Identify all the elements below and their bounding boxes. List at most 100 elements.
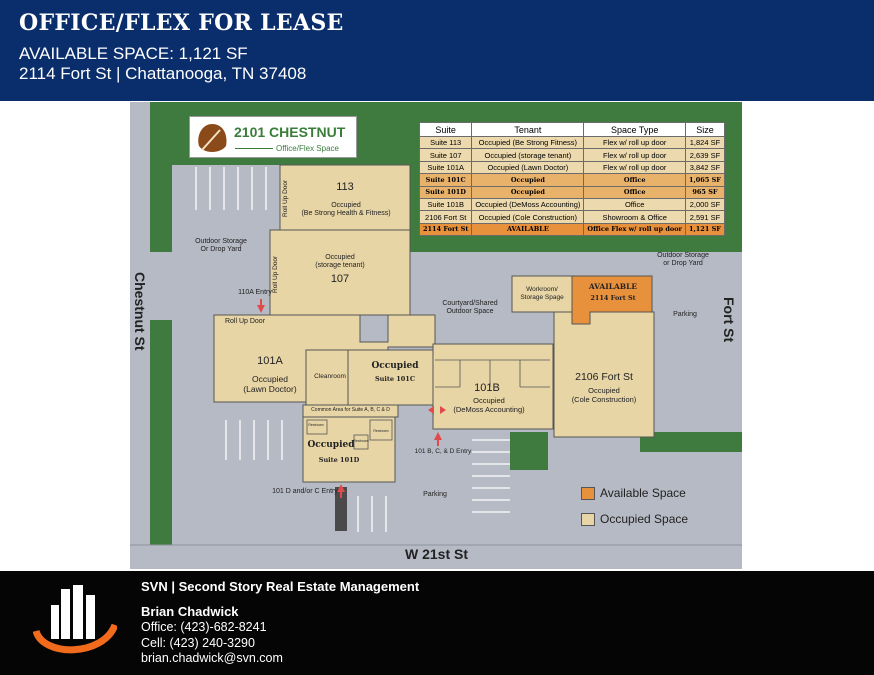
suite-107-number: 107 xyxy=(330,273,350,285)
workroom xyxy=(511,275,573,313)
table-cell-type: Flex w/ roll up door xyxy=(583,135,686,150)
footer-agent-name: Brian Chadwick xyxy=(141,604,239,619)
suite-101c-title: Occupied xyxy=(371,361,419,371)
table-cell-suite: Suite 101B xyxy=(418,197,473,212)
grass-right-lower xyxy=(640,432,742,452)
table-cell-tenant: Occupied (Lawn Doctor) xyxy=(471,160,585,175)
table-cell-size: 3,842 SF xyxy=(684,160,725,175)
table-cell-suite: Suite 113 xyxy=(418,135,473,150)
site-plan-map: 2101 CHESTNUT Office/Flex Space Suite Te… xyxy=(130,102,742,569)
table-cell-tenant: Occupied (Cole Construction) xyxy=(471,210,585,224)
page-title: OFFICE/FLEX FOR LEASE xyxy=(19,10,344,36)
table-cell-type: Office xyxy=(583,173,686,187)
restroom-label-1: Restroom xyxy=(308,423,324,427)
building-101d xyxy=(302,416,396,483)
suite-101c-sub: Suite 101C xyxy=(374,375,416,383)
building-2106-title: 2106 Fort St xyxy=(575,371,633,383)
table-cell-size: 2,591 SF xyxy=(684,210,725,224)
building-101b xyxy=(432,343,554,430)
building-2114-available xyxy=(571,275,653,325)
grass-left-lower xyxy=(150,320,172,545)
table-cell-type: Office xyxy=(583,197,686,212)
courtyard-label: Courtyard/Shared Outdoor Space xyxy=(442,300,498,316)
table-cell-suite: 2106 Fort St xyxy=(418,210,473,224)
outdoor-storage-right-label: Outdoor Storage or Drop Yard xyxy=(657,252,709,268)
table-cell-tenant: Occupied (DeMoss Accounting) xyxy=(471,197,585,212)
table-header: Size xyxy=(684,122,725,137)
entry-arrows xyxy=(257,299,446,498)
table-cell-tenant: Occupied (Be Strong Fitness) xyxy=(471,135,585,150)
table-cell-suite: Suite 101D xyxy=(418,185,473,199)
grass-left-upper xyxy=(150,102,172,252)
building-113 xyxy=(279,164,411,231)
table-cell-type: Office Flex w/ roll up door xyxy=(583,222,686,237)
table-cell-tenant: Occupied (storage tenant) xyxy=(471,148,585,162)
table-cell-type: Office xyxy=(583,185,686,199)
building-107 xyxy=(269,229,411,316)
street-fort: Fort St xyxy=(721,297,737,343)
footer-email[interactable]: brian.chadwick@svn.com xyxy=(141,651,283,665)
building-101c xyxy=(347,349,434,406)
entry-110a-label: 110A Entry xyxy=(238,289,272,296)
table-cell-suite: 2114 Fort St xyxy=(418,222,473,237)
parking-stripes-left xyxy=(195,167,283,460)
table-cell-tenant: Occupied xyxy=(471,173,585,187)
brand-box: 2101 CHESTNUT Office/Flex Space xyxy=(189,116,357,158)
footer-contact: SVN | Second Story Real Estate Managemen… xyxy=(0,571,874,675)
table-cell-size: 2,639 SF xyxy=(684,148,725,162)
available-space-subtitle: AVAILABLE SPACE: 1,121 SF xyxy=(19,44,248,63)
table-cell-tenant: AVAILABLE xyxy=(471,222,585,237)
legend-available-swatch xyxy=(581,487,595,500)
table-cell-type: Showroom & Office xyxy=(583,210,686,224)
legend-occupied-swatch xyxy=(581,513,595,526)
suite-113-number: 113 xyxy=(336,181,354,193)
entry-101b-label: 101 B, C, & D Entry xyxy=(414,448,472,455)
driveway xyxy=(335,487,347,531)
roll-up-door-107-label: Roll Up Door xyxy=(272,255,279,293)
table-header-row: Suite Tenant Space Type Size xyxy=(418,122,725,137)
brand-rule xyxy=(235,148,273,149)
footer-company: SVN | Second Story Real Estate Managemen… xyxy=(141,579,420,594)
building-2106-desc: Occupied (Cole Construction) xyxy=(571,386,637,404)
street-w21 xyxy=(130,545,742,569)
pavement-left-edge xyxy=(130,102,150,569)
svn-logo-icon xyxy=(33,585,117,654)
grass-mid-lower xyxy=(510,432,548,470)
outdoor-storage-left-label: Outdoor Storage Or Drop Yard xyxy=(195,238,247,254)
available-suite-title: AVAILABLE xyxy=(588,282,638,291)
cleanroom xyxy=(305,349,355,406)
header-banner: OFFICE/FLEX FOR LEASE AVAILABLE SPACE: 1… xyxy=(0,0,874,101)
parking-bottom-label: Parking xyxy=(423,491,447,498)
table-header: Space Type xyxy=(583,122,686,137)
footer-office-phone[interactable]: Office: (423)-682-8241 xyxy=(141,620,267,634)
table-header: Tenant xyxy=(471,122,585,137)
suite-101b-desc: Occupied (DeMoss Accounting) xyxy=(453,396,525,414)
parking-stripes-bottom xyxy=(357,439,510,532)
suite-101b-number: 101B xyxy=(474,382,500,394)
property-address: 2114 Fort St | Chattanooga, TN 37408 xyxy=(19,64,307,83)
table-header: Suite xyxy=(418,122,473,137)
common-area-label: Common Area for Suite A, B, C & D xyxy=(311,407,390,413)
suite-113-desc: Occupied (Be Strong Health & Fitness) xyxy=(301,202,391,218)
table-cell-suite: Suite 107 xyxy=(418,148,473,162)
brand-sub: Office/Flex Space xyxy=(276,144,339,153)
table-cell-size: 1,121 SF xyxy=(684,222,725,237)
street-w21st: W 21st St xyxy=(405,546,469,562)
suite-101a-desc: Occupied (Lawn Doctor) xyxy=(243,374,297,395)
footer-cell-phone[interactable]: Cell: (423) 240-3290 xyxy=(141,636,255,650)
restroom-label-2: Restroom xyxy=(353,439,369,443)
building-2106 xyxy=(553,311,655,438)
restroom-label-3: Restroom xyxy=(373,429,389,433)
workroom-label: Workroom/ Storage Spage xyxy=(520,286,564,301)
available-suite-sub: 2114 Fort St xyxy=(590,294,636,302)
table-cell-size: 965 SF xyxy=(684,185,725,199)
